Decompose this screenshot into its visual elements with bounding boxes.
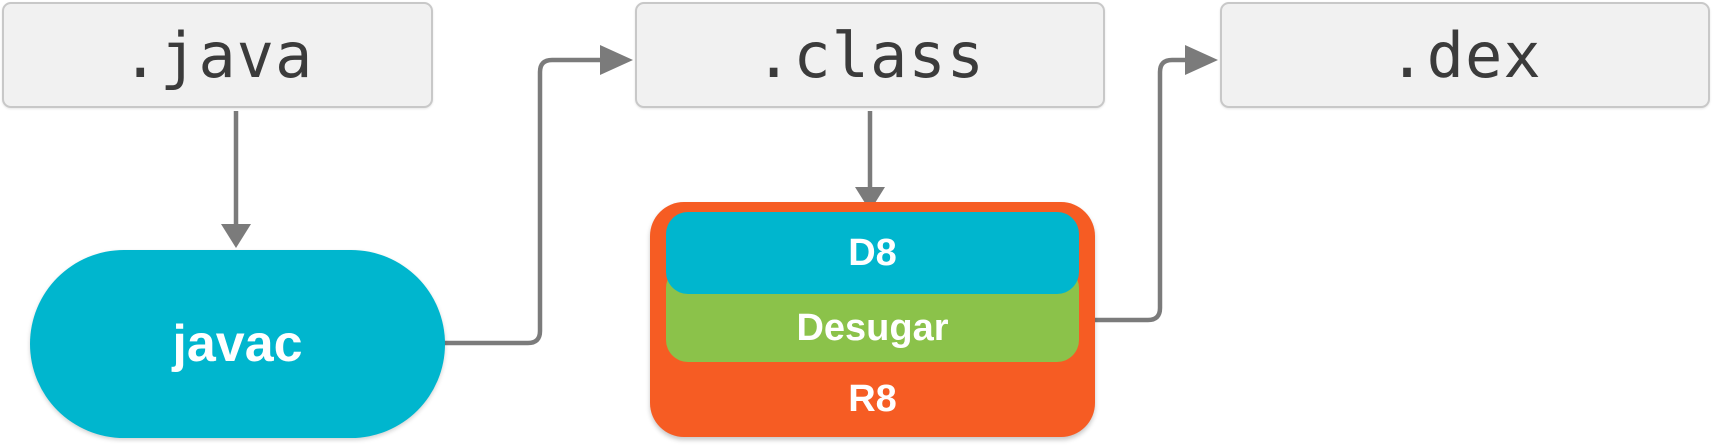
arrow-right-icon	[1185, 45, 1218, 75]
node-r8-container: D8 Desugar R8	[650, 202, 1095, 437]
dex-file-label: .dex	[1388, 18, 1542, 92]
node-java-file: .java	[2, 2, 433, 108]
node-javac: javac	[30, 250, 445, 438]
node-class-file: .class	[635, 2, 1105, 108]
arrow-right-icon	[600, 45, 633, 75]
connector-r8-to-dex	[1095, 57, 1186, 323]
arrow-down-icon	[855, 187, 885, 211]
arrow-down-icon	[221, 224, 251, 248]
r8-label: R8	[848, 378, 897, 420]
connector-javac-to-class	[444, 57, 601, 346]
class-file-label: .class	[755, 18, 985, 92]
node-d8: D8	[666, 212, 1079, 294]
d8-label: D8	[848, 231, 897, 274]
java-file-label: .java	[121, 18, 314, 92]
desugar-label: Desugar	[796, 306, 949, 349]
node-dex-file: .dex	[1220, 2, 1710, 108]
javac-label: javac	[172, 315, 303, 373]
r8-label-area: R8	[650, 362, 1095, 437]
